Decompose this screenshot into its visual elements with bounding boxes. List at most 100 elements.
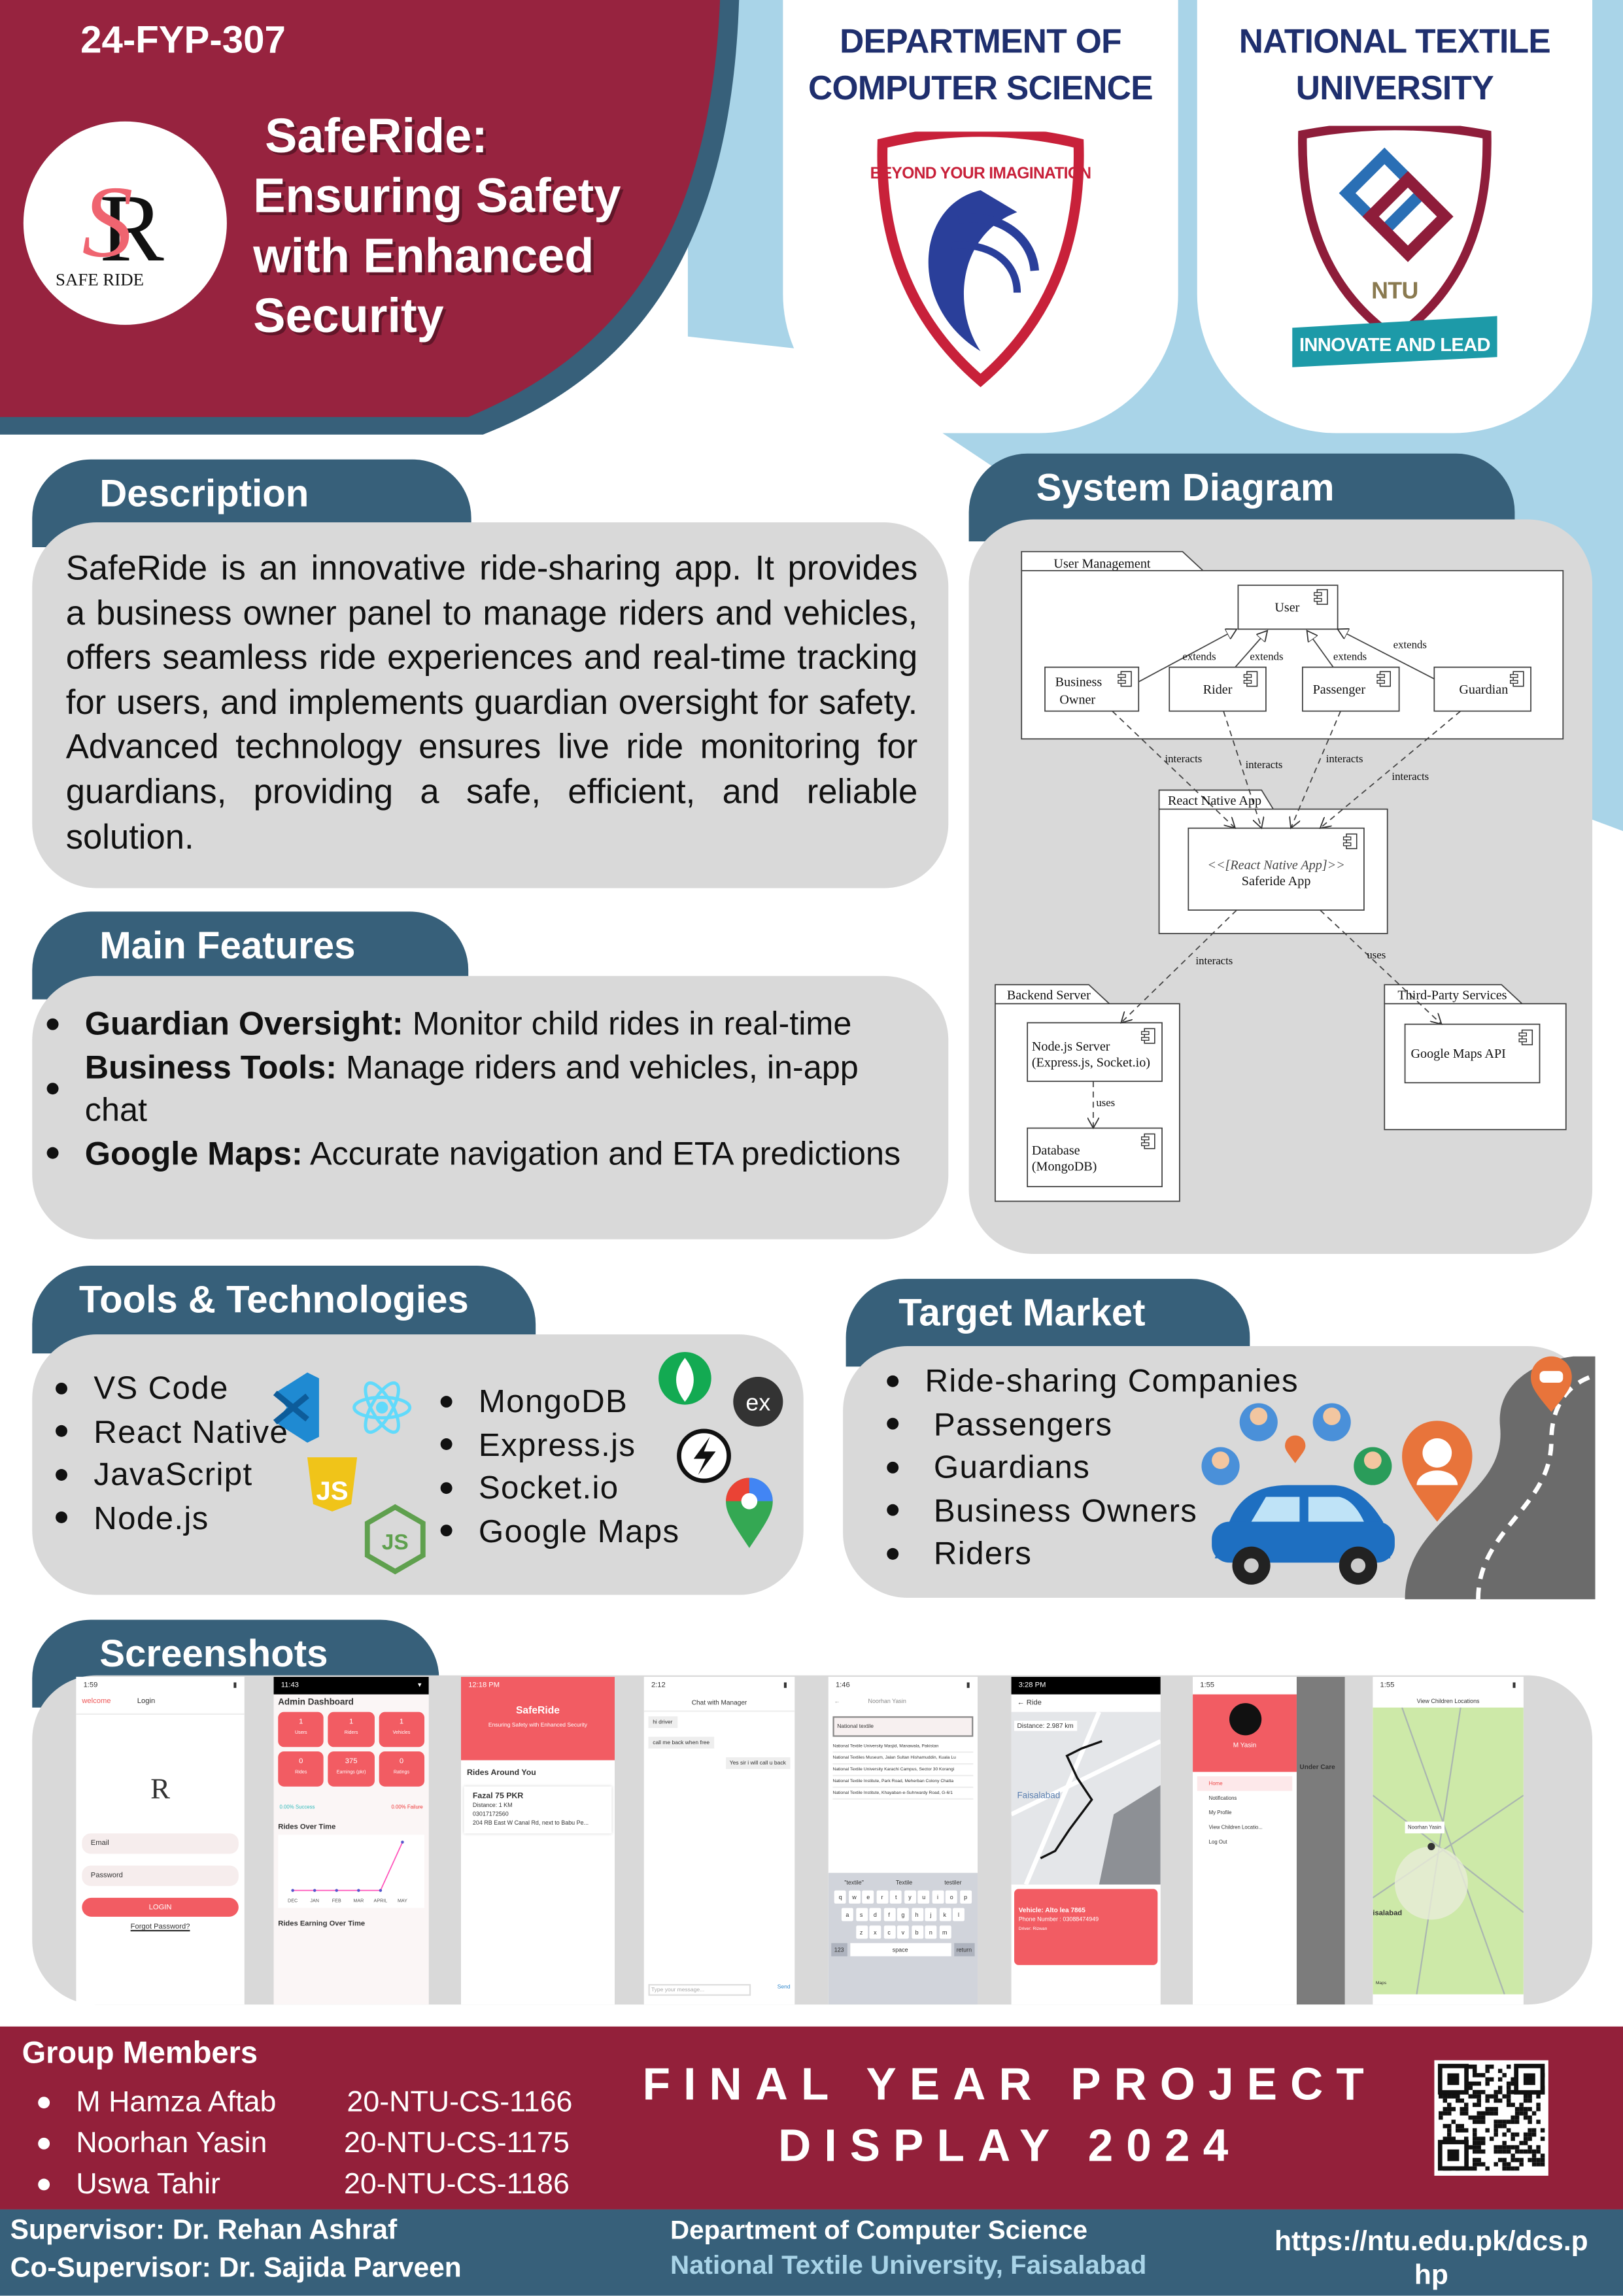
rides-chart: DEC JAN FEB MAR APRIL MAY xyxy=(278,1834,425,1908)
tool-item: Node.js xyxy=(44,1496,288,1539)
svg-text:interacts: interacts xyxy=(1165,752,1203,765)
svg-text:interacts: interacts xyxy=(1196,954,1233,967)
keyboard-key[interactable]: t xyxy=(890,1890,902,1904)
keyboard-key[interactable]: d xyxy=(869,1908,881,1921)
keyboard-key[interactable]: l xyxy=(953,1908,965,1921)
market-item: Riders xyxy=(875,1532,1299,1575)
footer-supervisors: Supervisor: Dr. Rehan Ashraf Co-Supervis… xyxy=(0,2209,1623,2296)
keyboard-key[interactable]: c xyxy=(883,1925,895,1939)
svg-text:<<[React Native App]>>: <<[React Native App]>> xyxy=(1207,858,1344,872)
keyboard-key[interactable]: s xyxy=(855,1908,868,1921)
target-market-list: Ride-sharing Companies Passengers Guardi… xyxy=(875,1359,1299,1575)
keyboard-key[interactable]: a xyxy=(841,1908,853,1921)
car-pin-icon xyxy=(1531,1356,1572,1412)
svg-text:extends: extends xyxy=(1393,638,1427,650)
svg-text:extends: extends xyxy=(1250,650,1283,662)
socketio-icon xyxy=(677,1428,731,1483)
project-id: 24-FYP-307 xyxy=(80,17,286,62)
search-result[interactable]: National Textile Institute, Park Road, M… xyxy=(832,1776,974,1788)
svg-text:NTU: NTU xyxy=(1371,278,1418,304)
screenshot-search: 1:46▮ ← Noorhan Yasin National textile N… xyxy=(828,1676,978,2005)
tool-item: JavaScript xyxy=(44,1453,288,1496)
car-icon xyxy=(1212,1485,1395,1585)
search-result[interactable]: National Textile University Karachi Camp… xyxy=(832,1764,974,1777)
department-logo-icon: BEYOND YOUR IMAGINATION xyxy=(870,126,1091,388)
keyboard-key[interactable]: j xyxy=(925,1908,937,1921)
tool-item: MongoDB xyxy=(429,1380,680,1423)
svg-text:Passenger: Passenger xyxy=(1313,683,1366,697)
keyboard-key[interactable]: m xyxy=(938,1925,951,1939)
feature-item: Google Maps: Accurate navigation and ETA… xyxy=(35,1132,914,1175)
keyboard-key[interactable]: e xyxy=(862,1890,874,1904)
keyboard-key[interactable]: u xyxy=(917,1890,930,1904)
svg-text:extends: extends xyxy=(1182,650,1216,662)
university-card: NATIONAL TEXTILE UNIVERSITY NTU INNOVATE… xyxy=(1197,0,1593,433)
menu-item[interactable]: Home xyxy=(1197,1776,1293,1791)
svg-text:JS: JS xyxy=(382,1530,409,1555)
screenshot-children-locations: 1:55▮ View Children Locations Noorhan Ya… xyxy=(1373,1676,1524,2005)
keyboard-key[interactable]: g xyxy=(897,1908,909,1921)
screenshot-ride: 3:28 PM ← Ride Distance: 2.987 km Faisal… xyxy=(1011,1676,1161,2005)
keyboard-key[interactable]: y xyxy=(904,1890,916,1904)
keyboard-key[interactable]: i xyxy=(932,1890,944,1904)
display-title-line1: FINAL YEAR PROJECT xyxy=(642,2059,1377,2110)
department-card: DEPARTMENT OF COMPUTER SCIENCE BEYOND YO… xyxy=(783,0,1178,433)
svg-text:SAFE RIDE: SAFE RIDE xyxy=(56,269,144,289)
search-result[interactable]: National Textile University Masjid, Mana… xyxy=(832,1741,974,1753)
svg-text:React Native App: React Native App xyxy=(1168,794,1261,808)
keyboard-key[interactable]: z xyxy=(855,1925,868,1939)
menu-item[interactable]: My Profile xyxy=(1208,1810,1232,1816)
nodejs-icon: JS xyxy=(364,1504,426,1575)
svg-text:R: R xyxy=(99,174,164,281)
passenger-avatars-icon xyxy=(1201,1403,1392,1485)
tool-item: Google Maps xyxy=(429,1510,680,1553)
menu-item[interactable]: View Children Locatio... xyxy=(1208,1824,1263,1831)
description-text: SafeRide is an innovative ride-sharing a… xyxy=(65,549,918,856)
keyboard-key[interactable]: k xyxy=(938,1908,951,1921)
market-item: Guardians xyxy=(875,1445,1299,1489)
react-icon xyxy=(352,1381,412,1434)
svg-text:Owner: Owner xyxy=(1059,693,1095,707)
ntu-logo-icon: NTU INNOVATE AND LEAD xyxy=(1292,121,1497,367)
mongodb-icon xyxy=(658,1352,711,1405)
menu-item[interactable]: Log Out xyxy=(1208,1839,1227,1846)
search-result[interactable]: National Textile Institute, Khayaban-e-S… xyxy=(832,1788,974,1800)
svg-text:interacts: interacts xyxy=(1326,752,1363,765)
keyboard-key[interactable]: x xyxy=(869,1925,881,1939)
svg-text:User Management: User Management xyxy=(1053,556,1150,571)
features-list: Guardian Oversight: Monitor child rides … xyxy=(35,1002,914,1175)
keyboard-key[interactable]: q xyxy=(834,1890,847,1904)
project-title: SafeRide: Ensuring Safety with Enhanced … xyxy=(253,108,621,343)
keyboard-key[interactable]: v xyxy=(897,1925,909,1939)
svg-text:INNOVATE AND LEAD: INNOVATE AND LEAD xyxy=(1299,335,1490,356)
svg-text:S: S xyxy=(82,165,133,279)
svg-text:Google Maps API: Google Maps API xyxy=(1411,1047,1506,1061)
keyboard-key[interactable]: b xyxy=(911,1925,923,1939)
search-result[interactable]: National Textiles Museum, Jalan Sultan H… xyxy=(832,1753,974,1765)
keyboard-key[interactable]: r xyxy=(876,1890,888,1904)
keyboard-key[interactable]: o xyxy=(946,1890,958,1904)
menu-item[interactable]: Notifications xyxy=(1208,1795,1237,1802)
keyboard-key[interactable]: n xyxy=(925,1925,937,1939)
svg-text:Rider: Rider xyxy=(1203,683,1233,697)
screenshots-panel xyxy=(32,1675,1593,2005)
month-label: DEC xyxy=(288,1899,298,1904)
feature-item: Business Tools: Manage riders and vehicl… xyxy=(35,1045,914,1132)
keyboard-key[interactable]: f xyxy=(883,1908,895,1921)
qr-code-icon[interactable] xyxy=(1434,2060,1548,2176)
logo-circle: R S SAFE RIDE xyxy=(23,121,227,325)
keyboard-key[interactable]: w xyxy=(848,1890,861,1904)
screenshot-chat: 2:12▮ Chat with Manager hi driver call m… xyxy=(643,1676,795,2005)
keyboard-key[interactable]: h xyxy=(911,1908,923,1921)
keyboard-key[interactable]: p xyxy=(959,1890,972,1904)
tools-list-left: VS Code React Native JavaScript Node.js xyxy=(44,1366,288,1539)
svg-text:Node.js Server: Node.js Server xyxy=(1032,1039,1110,1054)
